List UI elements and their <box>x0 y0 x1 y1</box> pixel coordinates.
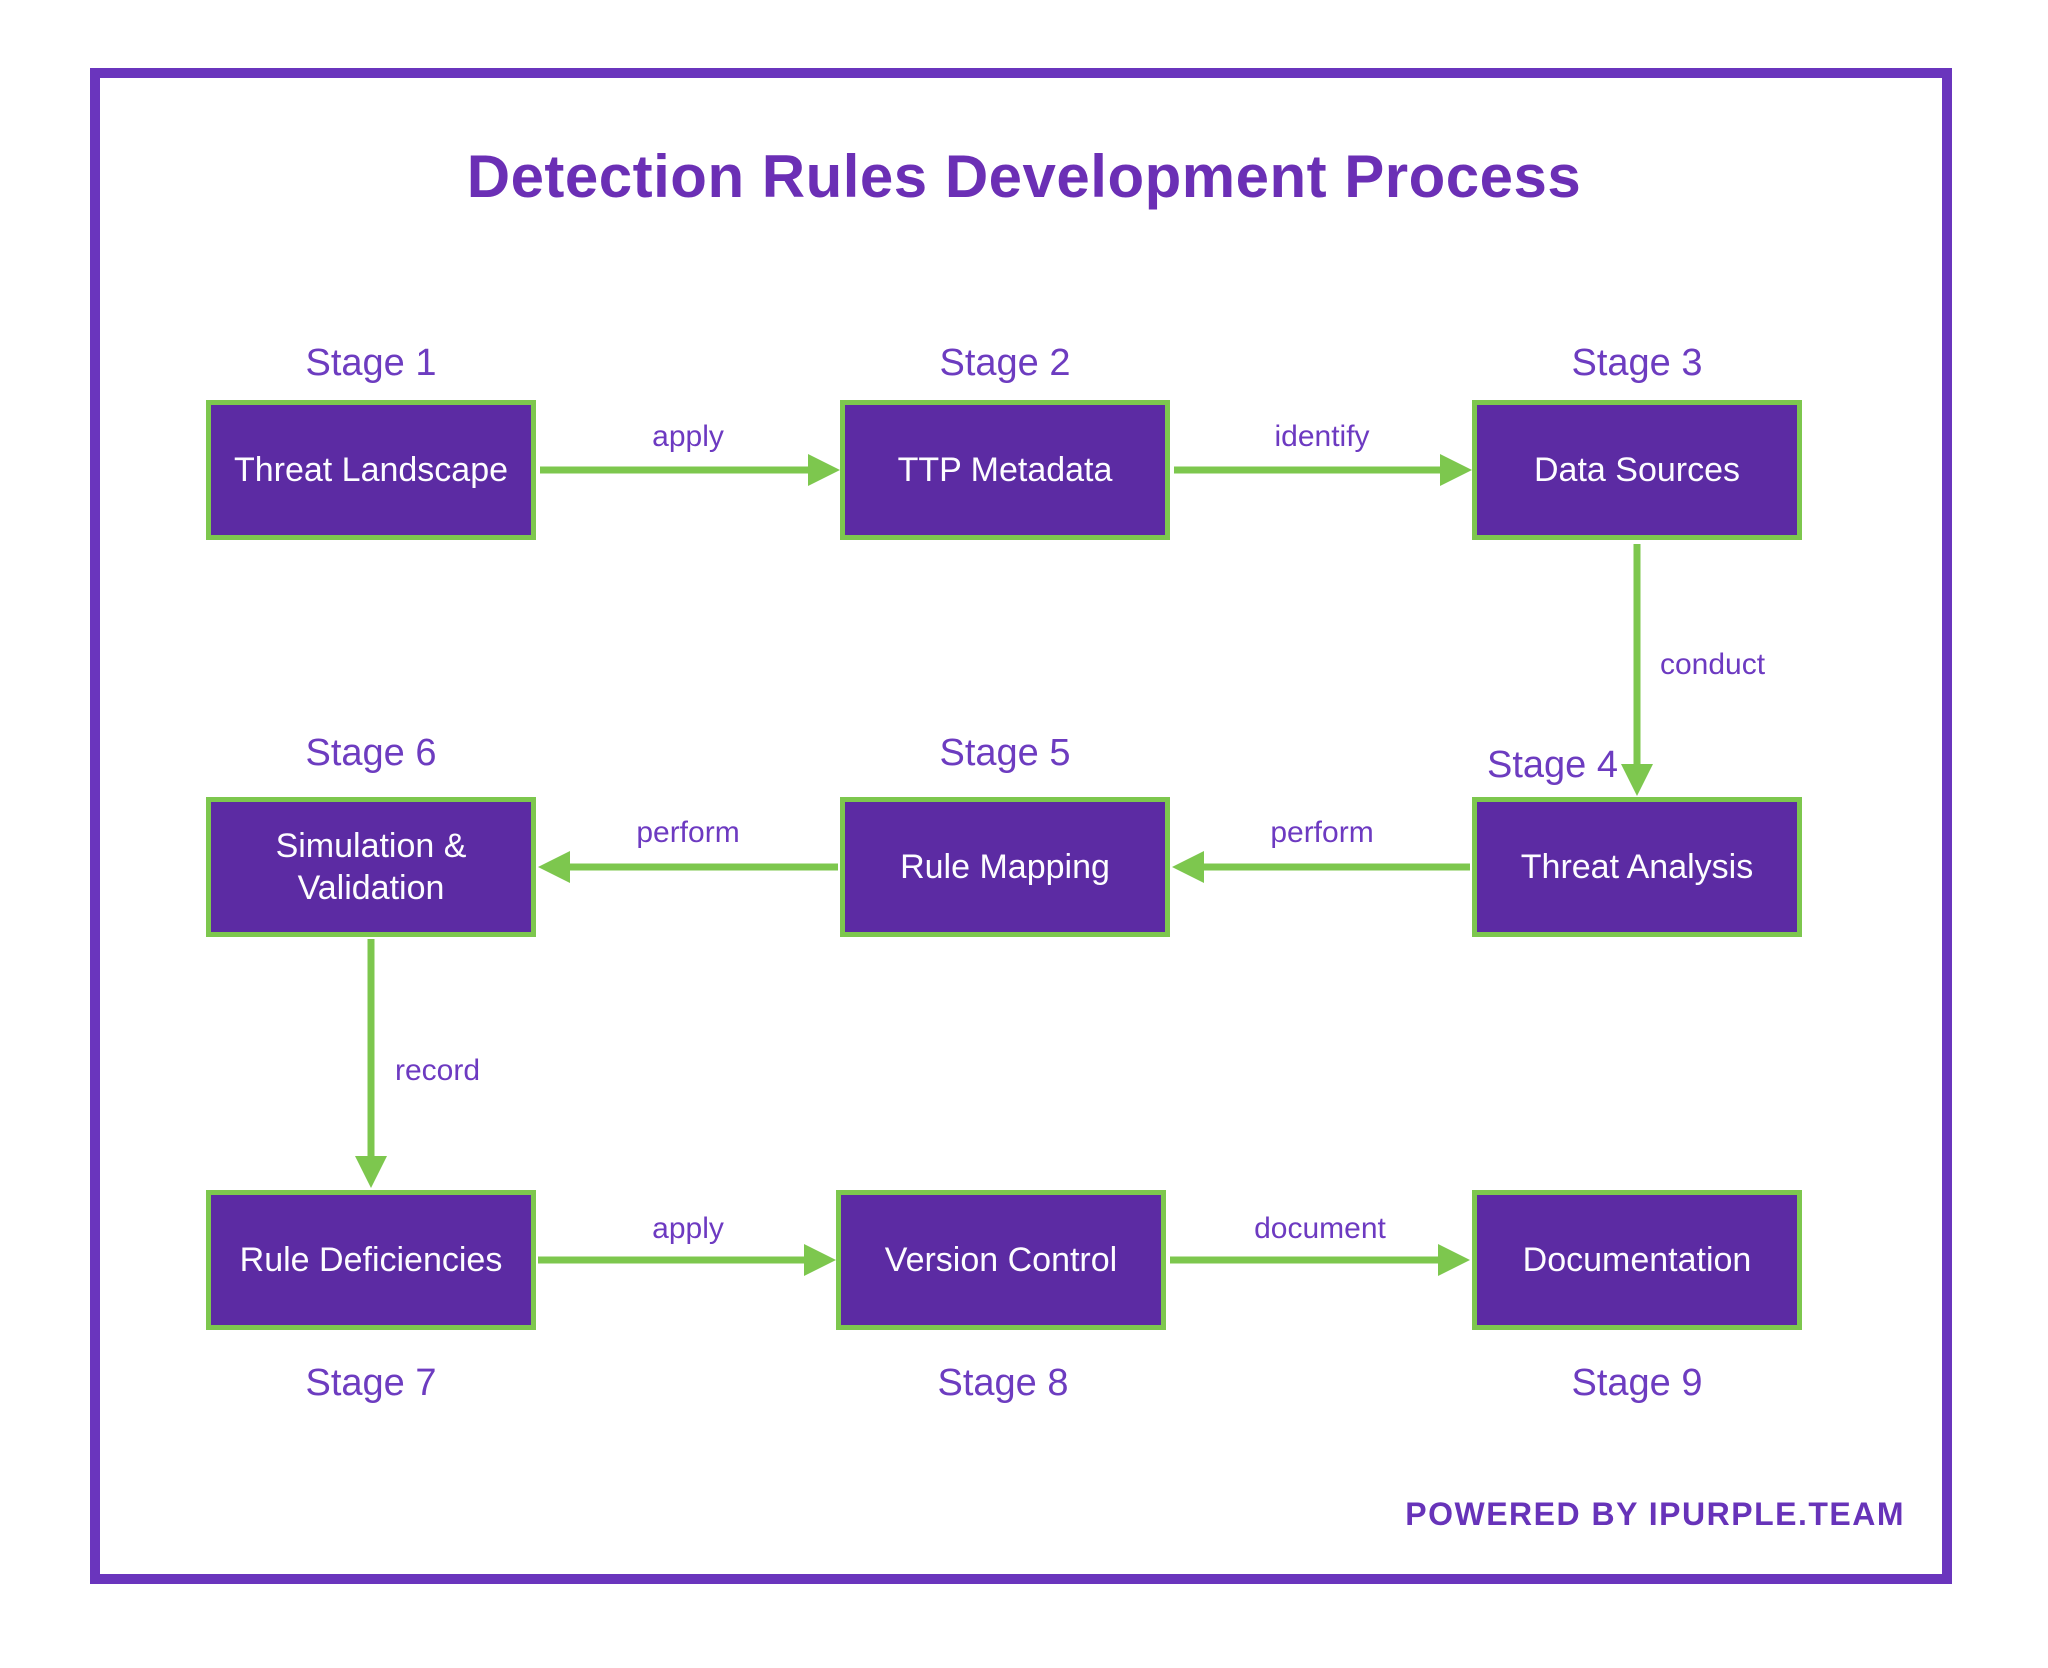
stage-caption-7: Stage 7 <box>305 1362 437 1404</box>
node-stage-4-label: Threat Analysis <box>1520 847 1754 886</box>
node-stage-2-label: TTP Metadata <box>897 450 1113 489</box>
node-stage-3-label: Data Sources <box>1534 450 1740 489</box>
node-stage-8-label: Version Control <box>884 1240 1118 1279</box>
stage-caption-2: Stage 2 <box>939 342 1071 384</box>
node-stage-4: Threat Analysis <box>1472 797 1802 937</box>
node-stage-6-label: Simulation & Validation <box>275 826 467 908</box>
arrow-stage5-stage6 <box>538 851 838 883</box>
node-stage-7: Rule Deficiencies <box>206 1190 536 1330</box>
edge-label-record: record <box>395 1054 481 1087</box>
node-stage-5: Rule Mapping <box>840 797 1170 937</box>
stage-caption-9: Stage 9 <box>1571 1362 1703 1404</box>
edge-label-identify: identify <box>1274 420 1370 453</box>
edge-label-perform-2: perform <box>636 816 740 849</box>
stage-caption-1: Stage 1 <box>305 342 437 384</box>
node-stage-6: Simulation & Validation <box>206 797 536 937</box>
stage-caption-4: Stage 4 <box>1487 744 1618 786</box>
arrow-stage4-stage5 <box>1172 851 1470 883</box>
stage-caption-5: Stage 5 <box>939 732 1071 774</box>
edge-label-perform-1: perform <box>1270 816 1374 849</box>
footer-credit: Powered by ipurple.team <box>1405 1496 1905 1532</box>
edge-label-conduct: conduct <box>1660 648 1766 681</box>
node-stage-9-label: Documentation <box>1522 1240 1752 1279</box>
node-stage-5-label: Rule Mapping <box>900 847 1110 886</box>
node-stage-8: Version Control <box>836 1190 1166 1330</box>
arrow-stage1-stage2 <box>540 454 840 486</box>
node-stage-7-label: Rule Deficiencies <box>239 1240 503 1279</box>
node-stage-1-label: Threat Landscape <box>233 450 509 489</box>
edge-label-apply-2: apply <box>652 1212 724 1245</box>
node-stage-9: Documentation <box>1472 1190 1802 1330</box>
edge-label-document: document <box>1254 1212 1386 1245</box>
edge-label-apply-1: apply <box>652 420 724 453</box>
page-title: Detection Rules Development Process <box>466 143 1582 210</box>
arrow-stage6-stage7 <box>355 939 387 1188</box>
stage-caption-6: Stage 6 <box>305 732 437 774</box>
arrow-stage7-stage8 <box>538 1244 836 1276</box>
arrow-stage8-stage9 <box>1170 1244 1470 1276</box>
stage-caption-8: Stage 8 <box>937 1362 1069 1404</box>
node-stage-2: TTP Metadata <box>840 400 1170 540</box>
stage-caption-3: Stage 3 <box>1571 342 1703 384</box>
node-stage-3: Data Sources <box>1472 400 1802 540</box>
page-border <box>90 68 1952 1584</box>
node-stage-1: Threat Landscape <box>206 400 536 540</box>
arrow-stage2-stage3 <box>1174 454 1472 486</box>
arrow-stage3-stage4 <box>1621 544 1653 796</box>
